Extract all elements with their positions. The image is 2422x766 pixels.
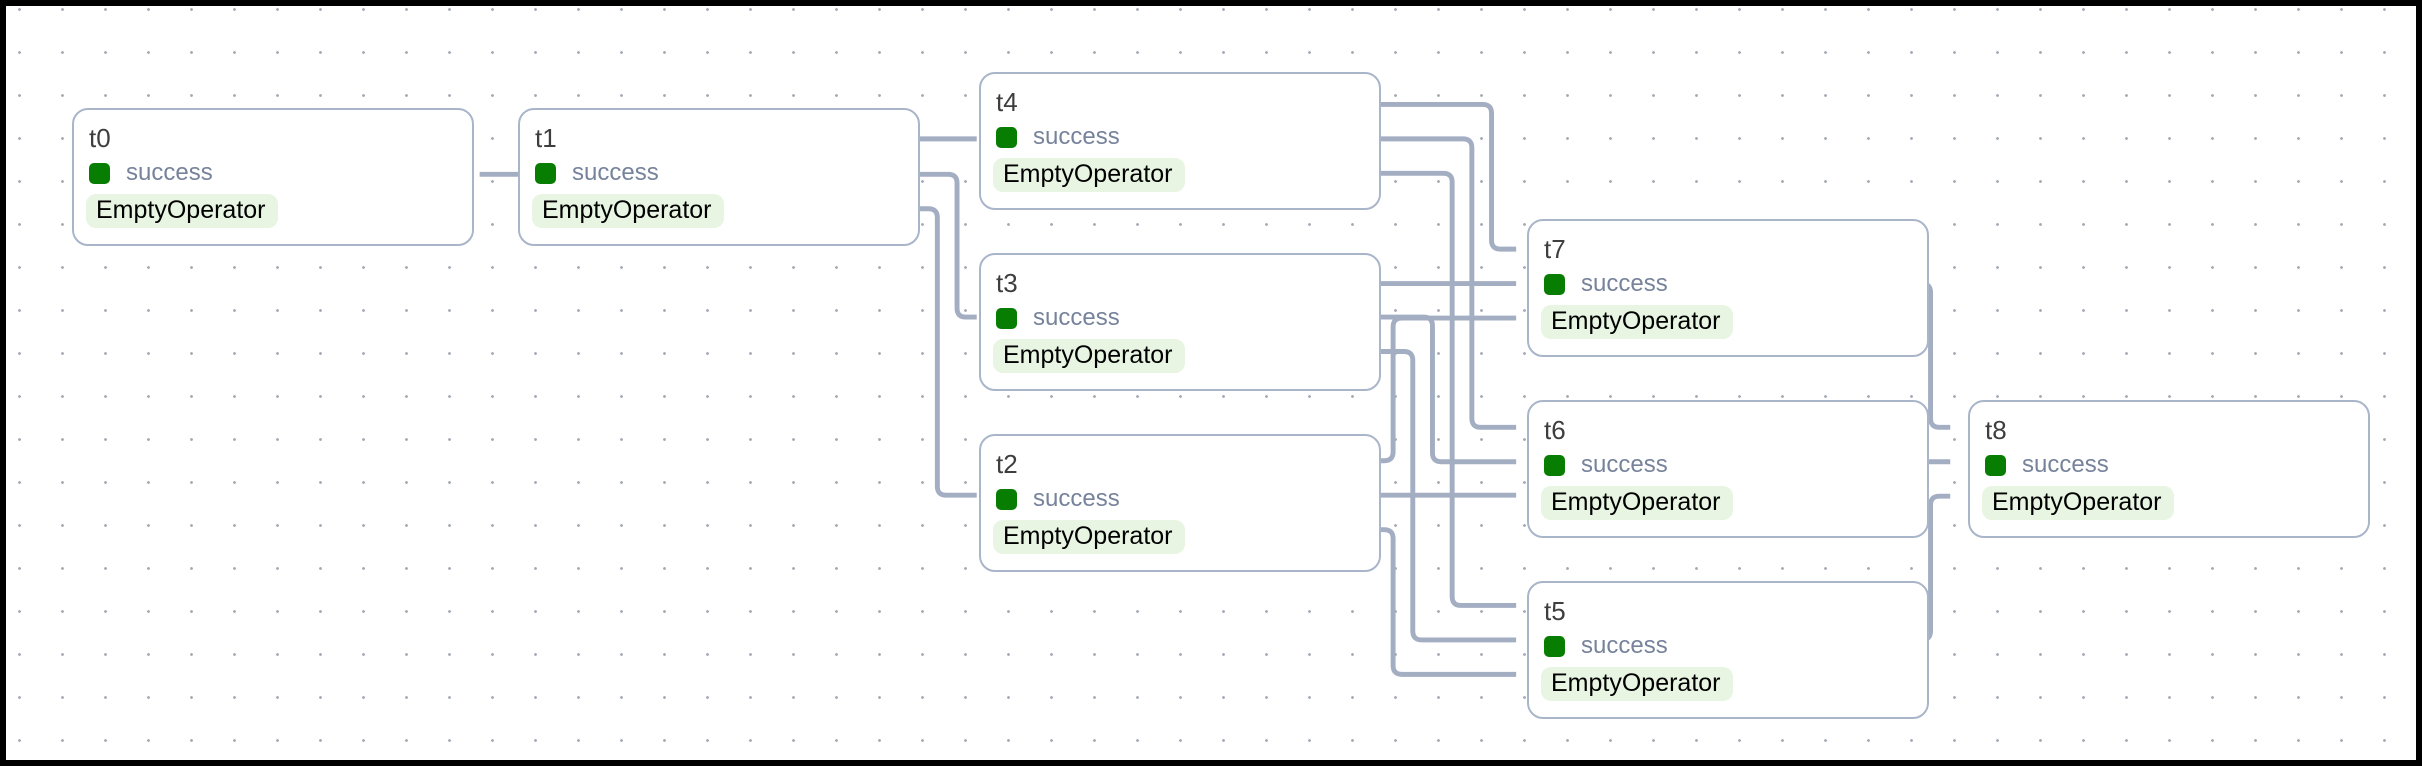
success-status-icon [1985,454,2006,476]
status-label: success [572,159,659,186]
status-row: success [996,123,1361,150]
operator-chip: EmptyOperator [993,158,1185,192]
operator-chip: EmptyOperator [1982,486,2174,520]
success-status-icon [89,162,110,184]
task-id-label: t2 [996,449,1018,479]
operator-chip: EmptyOperator [86,194,278,228]
operator-chip: EmptyOperator [1541,305,1733,339]
node-t6[interactable]: t6 success EmptyOperator [1527,400,1929,538]
task-id-label: t8 [1985,415,2007,445]
task-id-label: t3 [996,268,1018,298]
success-status-icon [996,488,1017,510]
status-label: success [2022,451,2109,478]
status-label: success [1581,632,1668,659]
task-id-label: t1 [535,123,557,153]
edge-t1-t2 [918,206,977,498]
node-t0[interactable]: t0 success EmptyOperator [72,108,474,246]
edge-t4-t7 [1372,101,1517,252]
node-t2[interactable]: t2 success EmptyOperator [979,434,1381,572]
edge-t1-t3 [918,171,977,320]
task-id-label: t6 [1544,415,1566,445]
success-status-icon [996,307,1017,329]
task-id-label: t7 [1544,234,1566,264]
status-label: success [1033,304,1120,331]
operator-chip: EmptyOperator [993,339,1185,373]
task-id-label: t5 [1544,596,1566,626]
status-row: success [996,304,1361,331]
operator-chip: EmptyOperator [993,520,1185,554]
status-row: success [535,159,900,186]
node-t3[interactable]: t3 success EmptyOperator [979,253,1381,391]
edge-t2-t5 [1372,527,1517,677]
edge-t2-t7 [1372,315,1517,464]
success-status-icon [1544,635,1565,657]
node-t7[interactable]: t7 success EmptyOperator [1527,219,1929,357]
node-t8[interactable]: t8 success EmptyOperator [1968,400,2370,538]
node-t1[interactable]: t1 success EmptyOperator [518,108,920,246]
success-status-icon [996,126,1017,148]
status-row: success [1544,451,1909,478]
status-row: success [1544,632,1909,659]
status-row: success [996,485,1361,512]
edge-t4-t5 [1372,170,1517,608]
success-status-icon [1544,273,1565,295]
edge-layer [479,101,1951,677]
status-label: success [1033,123,1120,150]
node-t5[interactable]: t5 success EmptyOperator [1527,581,1929,719]
operator-chip: EmptyOperator [1541,667,1733,701]
task-id-label: t4 [996,87,1018,117]
status-label: success [1033,485,1120,512]
success-status-icon [1544,454,1565,476]
operator-chip: EmptyOperator [1541,486,1733,520]
status-label: success [1581,270,1668,297]
task-id-label: t0 [89,123,111,153]
status-row: success [89,159,454,186]
node-t4[interactable]: t4 success EmptyOperator [979,72,1381,210]
operator-chip: EmptyOperator [532,194,724,228]
status-row: success [1985,451,2350,478]
status-label: success [1581,451,1668,478]
success-status-icon [535,162,556,184]
status-row: success [1544,270,1909,297]
status-label: success [126,159,213,186]
